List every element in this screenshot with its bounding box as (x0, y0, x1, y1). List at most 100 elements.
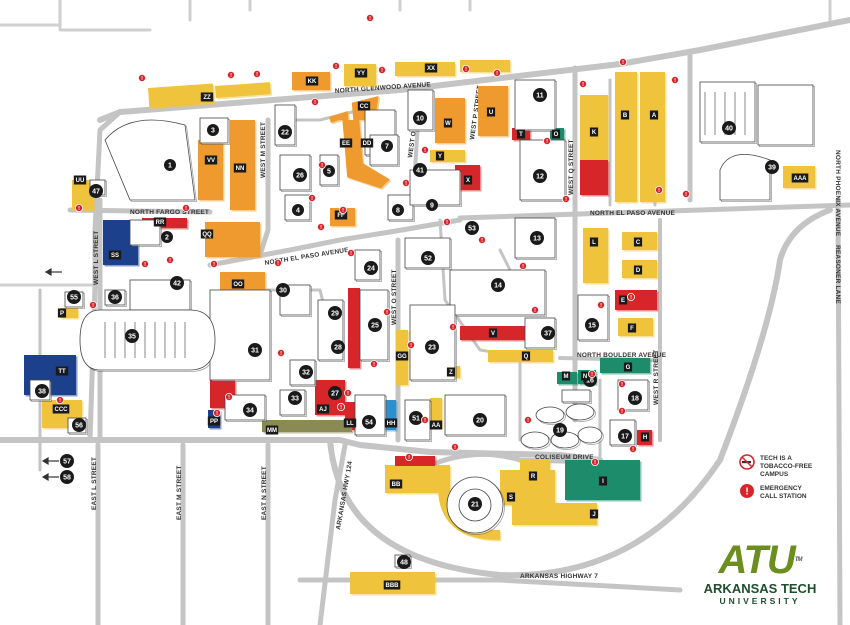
lot-y[interactable] (430, 150, 465, 162)
emergency-call-icon[interactable]: ! (442, 217, 451, 226)
building-marker-52[interactable]: 52 (421, 251, 435, 265)
emergency-call-icon[interactable]: ! (519, 261, 528, 270)
building-marker-10[interactable]: 10 (413, 111, 427, 125)
emergency-call-icon[interactable]: ! (655, 185, 664, 194)
emergency-call-icon[interactable]: ! (492, 69, 501, 78)
emergency-call-icon[interactable]: ! (56, 395, 65, 404)
building-marker-13[interactable]: 13 (530, 231, 544, 245)
building-marker-12[interactable]: 12 (533, 169, 547, 183)
lot-marker-kk[interactable]: KK (305, 76, 319, 86)
lot-marker-tt[interactable]: TT (55, 366, 69, 376)
building-marker-54[interactable]: 54 (362, 415, 376, 429)
emergency-call-icon[interactable]: ! (524, 415, 533, 424)
building-marker-55[interactable]: 55 (67, 290, 81, 304)
emergency-call-icon[interactable]: ! (406, 340, 415, 349)
building-marker-34[interactable]: 34 (243, 403, 257, 417)
building-marker-24[interactable]: 24 (364, 261, 378, 275)
lot-marker-i[interactable]: I (598, 476, 608, 486)
building-marker-17[interactable]: 17 (618, 429, 632, 443)
lot-bb[interactable] (385, 465, 450, 493)
emergency-call-icon[interactable]: ! (562, 194, 571, 203)
building-marker-23[interactable]: 23 (425, 340, 439, 354)
emergency-call-icon[interactable]: ! (597, 300, 606, 309)
building-marker-31[interactable]: 31 (248, 343, 262, 357)
lot-marker-r[interactable]: R (528, 471, 538, 481)
lot-marker-vv[interactable]: VV (204, 155, 218, 165)
lot-e[interactable] (615, 290, 657, 310)
building-marker-22[interactable]: 22 (278, 125, 292, 139)
lot-marker-z[interactable]: Z (446, 367, 456, 377)
emergency-call-icon[interactable]: ! (365, 13, 374, 22)
emergency-call-icon[interactable]: ! (140, 259, 149, 268)
lot-marker-y[interactable]: Y (435, 151, 445, 161)
emergency-call-icon[interactable]: ! (209, 259, 218, 268)
emergency-call-icon[interactable]: ! (212, 408, 221, 417)
building-marker-1[interactable]: 1 (164, 159, 176, 171)
building-marker-48[interactable]: 48 (397, 555, 411, 569)
lot-a[interactable] (640, 72, 665, 202)
lot-marker-qq[interactable]: QQ (200, 229, 214, 239)
building-marker-32[interactable]: 32 (299, 365, 313, 379)
lot-marker-p[interactable]: P (57, 308, 67, 318)
lot-marker-xx[interactable]: XX (424, 63, 438, 73)
emergency-call-icon[interactable]: ! (682, 189, 691, 198)
lot-marker-k[interactable]: K (589, 127, 599, 137)
lot-marker-g[interactable]: G (623, 362, 633, 372)
building-marker-38[interactable]: 38 (35, 384, 49, 398)
emergency-call-icon[interactable]: ! (382, 307, 391, 316)
building-marker-29[interactable]: 29 (328, 306, 342, 320)
emergency-call-icon[interactable]: ! (401, 178, 410, 187)
emergency-call-icon[interactable]: ! (543, 136, 552, 145)
emergency-call-icon[interactable]: ! (619, 58, 628, 67)
building-marker-47[interactable]: 47 (89, 184, 103, 198)
emergency-call-icon[interactable]: ! (531, 305, 540, 314)
building-marker-33[interactable]: 33 (288, 391, 302, 405)
lot-b[interactable] (615, 72, 637, 202)
lot-marker-q[interactable]: Q (521, 351, 531, 361)
lot-marker-bb[interactable]: BB (389, 479, 403, 489)
lot-marker-bbb[interactable]: BBB (383, 580, 401, 590)
lot-marker-d[interactable]: D (633, 265, 643, 275)
building-marker-20[interactable]: 20 (473, 413, 487, 427)
lot-r[interactable] (520, 460, 550, 470)
lot-marker-v[interactable]: V (488, 328, 498, 338)
emergency-call-icon[interactable]: ! (276, 348, 285, 357)
building-marker-57[interactable]: 57 (60, 454, 74, 468)
lot-marker-aj[interactable]: AJ (316, 404, 330, 414)
building-marker-21[interactable]: 21 (468, 497, 482, 511)
emergency-call-icon[interactable]: ! (420, 145, 429, 154)
emergency-call-icon[interactable]: ! (591, 457, 600, 466)
lot-marker-ccc[interactable]: CCC (52, 404, 70, 414)
lot-marker-c[interactable]: C (633, 237, 643, 247)
lot-q[interactable] (488, 350, 553, 362)
lot-marker-yy[interactable]: YY (354, 68, 368, 78)
lot-vv[interactable] (198, 140, 223, 200)
lot-marker-s[interactable]: S (506, 492, 516, 502)
lot-marker-aaa[interactable]: AAA (791, 173, 809, 183)
emergency-call-icon[interactable]: ! (165, 255, 174, 264)
building-marker-25[interactable]: 25 (368, 318, 382, 332)
emergency-call-icon[interactable]: ! (377, 66, 386, 75)
building-marker-42[interactable]: 42 (170, 276, 184, 290)
lot-marker-rr[interactable]: RR (153, 217, 167, 227)
building-marker-19[interactable]: 19 (553, 423, 567, 437)
emergency-call-icon[interactable]: ! (331, 62, 340, 71)
building-marker-9[interactable]: 9 (426, 199, 438, 211)
lot-marker-ff[interactable]: FF (334, 210, 348, 220)
emergency-call-icon[interactable]: ! (226, 71, 235, 80)
emergency-call-icon[interactable]: ! (137, 74, 146, 83)
emergency-call-icon[interactable]: ! (252, 70, 261, 79)
lot-marker-hh[interactable]: HH (384, 418, 398, 428)
emergency-call-icon[interactable]: ! (588, 369, 597, 378)
lot-marker-f[interactable]: F (627, 323, 637, 333)
lot-marker-h[interactable]: H (640, 432, 650, 442)
emergency-call-icon[interactable]: ! (307, 193, 316, 202)
building-marker-28[interactable]: 28 (331, 340, 345, 354)
baseball-field-east[interactable] (719, 153, 771, 201)
emergency-call-icon[interactable]: ! (273, 258, 282, 267)
lot-p[interactable] (60, 308, 78, 318)
emergency-call-icon[interactable]: ! (461, 65, 470, 74)
lot-qq[interactable] (205, 222, 260, 257)
emergency-call-icon[interactable]: ! (89, 300, 98, 309)
lot-l[interactable] (583, 228, 608, 283)
